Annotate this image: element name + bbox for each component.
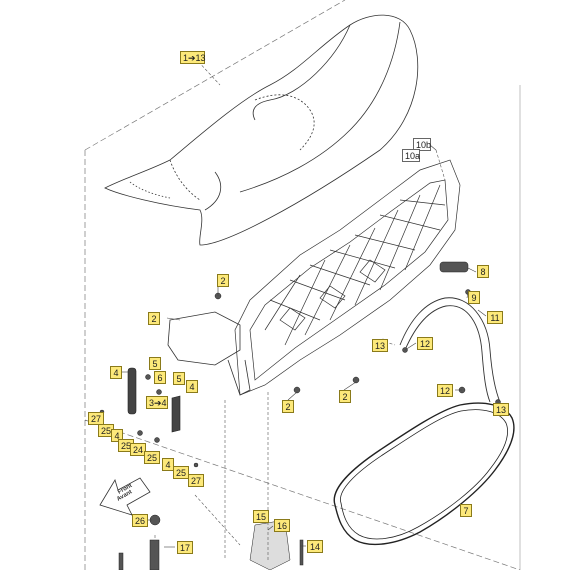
callout-6[interactable]: 6 <box>154 371 166 384</box>
callout-17[interactable]: 17 <box>177 541 193 554</box>
callout-13-lower[interactable]: 13 <box>493 403 509 416</box>
callout-12-upper[interactable]: 12 <box>417 337 433 350</box>
strap <box>399 297 501 403</box>
leader-lines <box>154 57 446 570</box>
callout-5-upper[interactable]: 5 <box>149 357 161 370</box>
callout-3-4[interactable]: 3➔4 <box>146 396 168 409</box>
callout-2-lower-left[interactable]: 2 <box>282 400 294 413</box>
callout-10b[interactable]: 10b <box>413 138 431 151</box>
callout-25-d[interactable]: 25 <box>173 466 189 479</box>
callout-4-lower-a[interactable]: 4 <box>111 429 123 442</box>
front-bracket <box>167 311 251 396</box>
callout-2-lower-right[interactable]: 2 <box>339 390 351 403</box>
seat-cushion <box>104 14 419 246</box>
callout-14[interactable]: 14 <box>307 540 323 553</box>
hinge-link-right <box>171 395 181 433</box>
callout-11[interactable]: 11 <box>487 311 503 324</box>
callout-16[interactable]: 16 <box>274 519 290 532</box>
panel-outline <box>84 0 521 571</box>
front-arrow: Front Avant <box>99 477 151 516</box>
hinge-link-left <box>127 367 137 415</box>
callout-leaders <box>122 144 487 548</box>
callout-7[interactable]: 7 <box>460 504 472 517</box>
callout-4-upper-left[interactable]: 4 <box>110 366 122 379</box>
callout-9[interactable]: 9 <box>468 291 480 304</box>
callout-8[interactable]: 8 <box>477 265 489 278</box>
callout-4-right[interactable]: 4 <box>186 380 198 393</box>
callout-4-lower-b[interactable]: 4 <box>162 458 174 471</box>
callout-25-c[interactable]: 25 <box>144 451 160 464</box>
callout-10a[interactable]: 10a <box>402 149 420 162</box>
callout-24[interactable]: 24 <box>130 443 146 456</box>
callout-1-13[interactable]: 1➔13 <box>180 51 206 64</box>
callout-2-bracket[interactable]: 2 <box>148 312 160 325</box>
callout-12-lower[interactable]: 12 <box>437 384 453 397</box>
callout-27-upper[interactable]: 27 <box>88 412 104 425</box>
callout-5-right[interactable]: 5 <box>173 372 185 385</box>
callout-27-lower[interactable]: 27 <box>188 474 204 487</box>
seat-frame <box>234 159 461 396</box>
callout-2-frame-left[interactable]: 2 <box>217 274 229 287</box>
callout-13-upper[interactable]: 13 <box>372 339 388 352</box>
callout-15[interactable]: 15 <box>253 510 269 523</box>
callout-26[interactable]: 26 <box>132 514 148 527</box>
gasket <box>333 402 515 546</box>
